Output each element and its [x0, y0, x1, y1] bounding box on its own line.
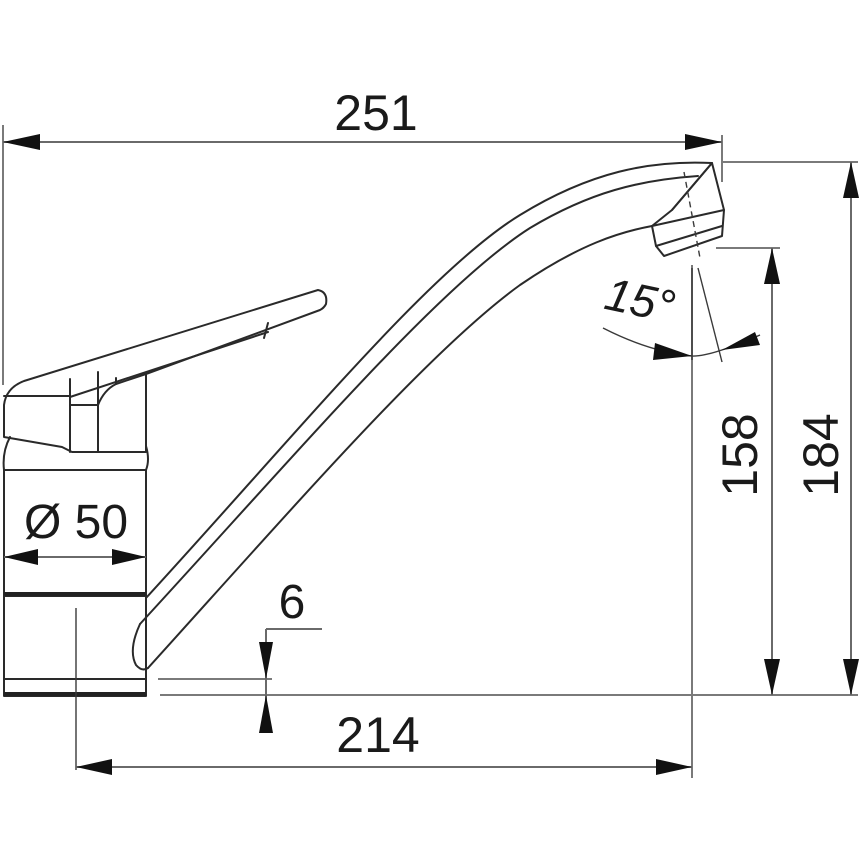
faucet-body: [2, 161, 725, 770]
dimension-overall-height: 184: [160, 161, 859, 696]
spout: [131, 161, 713, 671]
label-214: 214: [336, 707, 419, 763]
label-184: 184: [793, 413, 849, 496]
dimension-outlet-height: 158: [712, 247, 780, 695]
base-cylinder: [2, 436, 149, 770]
dimension-base-offset: 6: [158, 576, 322, 733]
dimension-spout-reach: 214: [76, 265, 693, 778]
aerator-head: [651, 162, 725, 259]
label-6: 6: [279, 576, 306, 629]
label-15-degrees: 15°: [601, 267, 680, 332]
dimension-overall-length: 251: [2, 85, 723, 385]
lever-handle: [3, 289, 328, 453]
dimension-aerator-angle: 15°: [601, 267, 761, 363]
dimension-base-diameter: Ø 50: [4, 496, 146, 565]
label-158: 158: [712, 413, 768, 496]
label-251: 251: [334, 85, 417, 141]
label-diameter-50: Ø 50: [24, 496, 128, 549]
